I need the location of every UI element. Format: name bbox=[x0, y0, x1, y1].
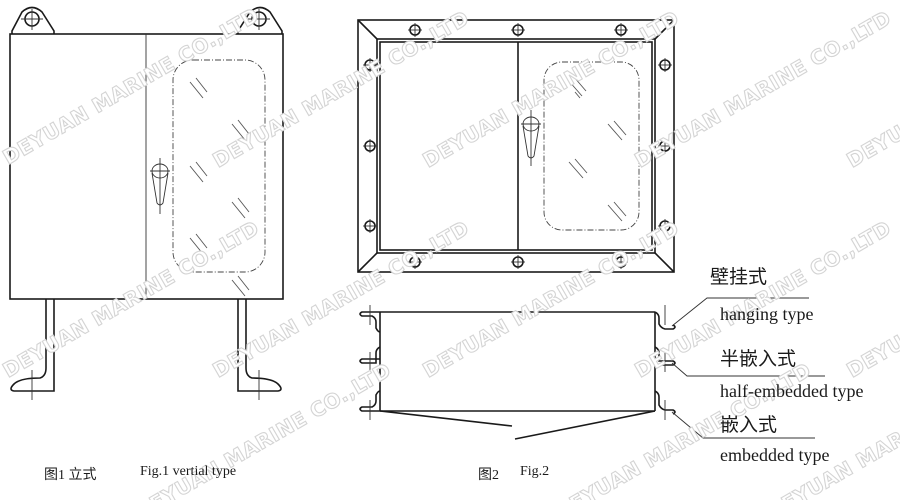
mounting-flange-inner bbox=[379, 41, 653, 251]
glass-reflection-icons bbox=[567, 76, 627, 222]
left-flange-icons bbox=[359, 305, 381, 420]
box-body bbox=[9, 33, 284, 300]
legend-half-embedded-en: half-embedded type bbox=[720, 381, 864, 401]
glass-reflection-icons bbox=[189, 77, 250, 297]
legend-hanging-en: hanging type bbox=[720, 304, 814, 324]
figure2-caption-en: Fig.2 bbox=[520, 464, 550, 479]
lifting-lug-right-icon bbox=[237, 6, 283, 34]
legend-hanging-cn: 壁挂式 bbox=[710, 267, 768, 288]
bolt-hole-icons bbox=[363, 23, 672, 269]
foot-right-icon bbox=[237, 299, 282, 400]
foot-left-icon bbox=[10, 299, 55, 400]
figure1-caption-cn: 图1 立式 bbox=[44, 468, 97, 483]
figure2-front-view bbox=[357, 19, 675, 273]
mounting-flange-outer bbox=[357, 19, 675, 273]
lifting-lug-left-icon bbox=[11, 6, 55, 34]
inspection-window bbox=[543, 61, 640, 231]
figure1-vertical-box bbox=[9, 6, 284, 400]
figure2-caption-cn: 图2 bbox=[478, 468, 499, 483]
legend-embedded-cn: 嵌入式 bbox=[720, 415, 778, 436]
figure2-side-section bbox=[359, 297, 825, 440]
figure1-caption-en: Fig.1 vertial type bbox=[140, 464, 237, 479]
leader-lines bbox=[671, 297, 825, 439]
right-flange-icons bbox=[654, 305, 676, 420]
door-handle-icon bbox=[150, 158, 170, 214]
inspection-window bbox=[172, 59, 266, 273]
legend-half-embedded-cn: 半嵌入式 bbox=[720, 349, 797, 370]
door-handle-icon bbox=[521, 110, 541, 166]
legend-embedded-en: embedded type bbox=[720, 445, 830, 465]
